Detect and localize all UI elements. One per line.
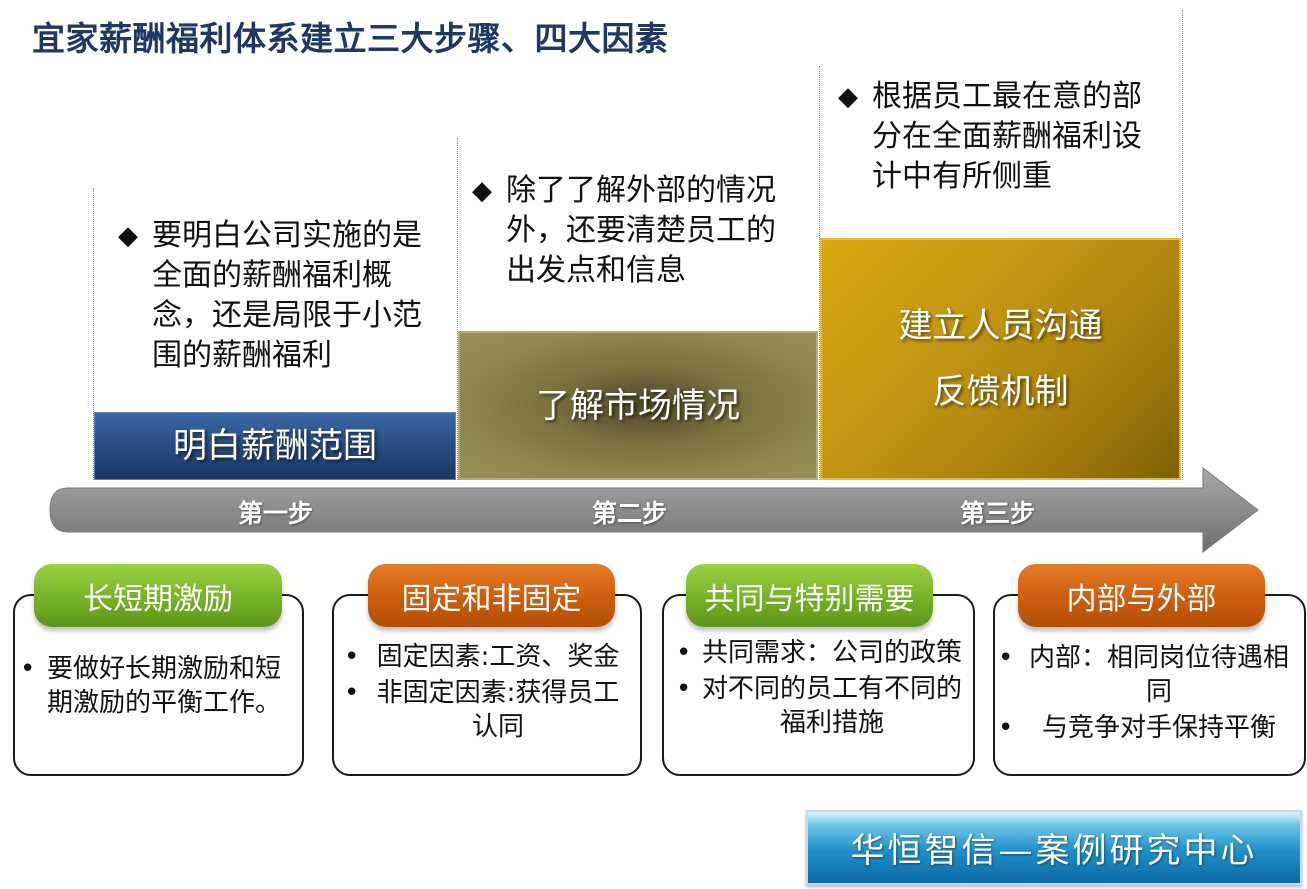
factor-4-title: 内部与外部 — [1018, 564, 1265, 627]
step-3-box-line: 建立人员沟通 — [898, 306, 1103, 346]
step-1-box-line: 明白薪酬范围 — [173, 426, 377, 466]
step-2-box: 了解市场情况 — [458, 331, 818, 480]
list-item: • 内部：相同岗位待遇相同 — [998, 641, 1294, 709]
factor-2-title: 固定和非固定 — [368, 564, 615, 627]
factor-3-list: • 共同需求：公司的政策 • 对不同的员工有不同的福利措施 — [676, 636, 962, 742]
list-item: • 固定因素:工资、奖金 — [344, 640, 626, 674]
factor-1-title: 长短期激励 — [34, 564, 282, 627]
list-item: • 要做好长期激励和短期激励的平衡工作。 — [20, 652, 282, 720]
factor-1-list: • 要做好长期激励和短期激励的平衡工作。 — [20, 652, 282, 722]
bullet-dot-icon: • — [998, 643, 1014, 673]
step-2-note: ◆ 除了了解外部的情况外，还要清楚员工的出发点和信息 — [472, 171, 792, 291]
page-title: 宜家薪酬福利体系建立三大步骤、四大因素 — [32, 19, 669, 58]
divider-line — [93, 188, 94, 480]
step-3-box-line: 反馈机制 — [932, 372, 1069, 412]
step-1-note-text: 要明白公司实施的是全面的薪酬福利概念，还是局限于小范围的薪酬福利 — [152, 218, 422, 373]
factor-2-item: 非固定因素:获得员工认同 — [376, 678, 620, 742]
bullet-dot-icon: • — [676, 638, 692, 668]
step-2-label: 第二步 — [592, 499, 668, 528]
factor-4-list: • 内部：相同岗位待遇相同 • 与竞争对手保持平衡 — [998, 641, 1294, 747]
divider-line — [457, 138, 458, 480]
list-item: • 与竞争对手保持平衡 — [998, 711, 1294, 745]
factor-2-item: 固定因素:工资、奖金 — [376, 642, 620, 672]
step-2-box-line: 了解市场情况 — [536, 385, 740, 426]
factor-3-title: 共同与特别需要 — [686, 564, 933, 627]
step-3-note-text: 根据员工最在意的部分在全面薪酬福利设计中有所侧重 — [872, 79, 1142, 194]
divider-line — [819, 66, 820, 480]
step-3-box: 建立人员沟通 反馈机制 — [820, 238, 1181, 480]
step-1-label: 第一步 — [238, 499, 314, 528]
bullet-dot-icon: • — [998, 713, 1014, 743]
step-2-note-text: 除了了解外部的情况外，还要清楚员工的出发点和信息 — [506, 173, 776, 288]
factor-4-item: 与竞争对手保持平衡 — [1041, 713, 1276, 743]
factor-3-item: 对不同的员工有不同的福利措施 — [702, 674, 963, 738]
divider-line — [1182, 10, 1183, 480]
factor-3-item: 共同需求：公司的政策 — [702, 638, 963, 668]
step-1-note: ◆ 要明白公司实施的是全面的薪酬福利概念，还是局限于小范围的薪酬福利 — [118, 216, 440, 376]
list-item: • 对不同的员工有不同的福利措施 — [676, 672, 962, 740]
factor-2-list: • 固定因素:工资、奖金 • 非固定因素:获得员工认同 — [344, 640, 626, 746]
bullet-dot-icon: • — [676, 674, 692, 704]
factor-4-item: 内部：相同岗位待遇相同 — [1028, 643, 1289, 707]
brand-banner: 华恒智信—案例研究中心 — [806, 810, 1302, 885]
bullet-dot-icon: • — [344, 678, 360, 708]
list-item: • 共同需求：公司的政策 — [676, 636, 962, 670]
list-item: • 非固定因素:获得员工认同 — [344, 676, 626, 744]
step-3-label: 第三步 — [960, 499, 1036, 528]
bullet-dot-icon: • — [20, 654, 36, 684]
diamond-bullet-icon: ◆ — [838, 82, 858, 112]
factor-1-item: 要做好长期激励和短期激励的平衡工作。 — [46, 654, 281, 718]
step-3-note: ◆ 根据员工最在意的部分在全面薪酬福利设计中有所侧重 — [838, 77, 1158, 197]
diamond-bullet-icon: ◆ — [472, 176, 492, 206]
step-1-box: 明白薪酬范围 — [94, 412, 456, 480]
diamond-bullet-icon: ◆ — [118, 221, 138, 251]
bullet-dot-icon: • — [344, 642, 360, 672]
